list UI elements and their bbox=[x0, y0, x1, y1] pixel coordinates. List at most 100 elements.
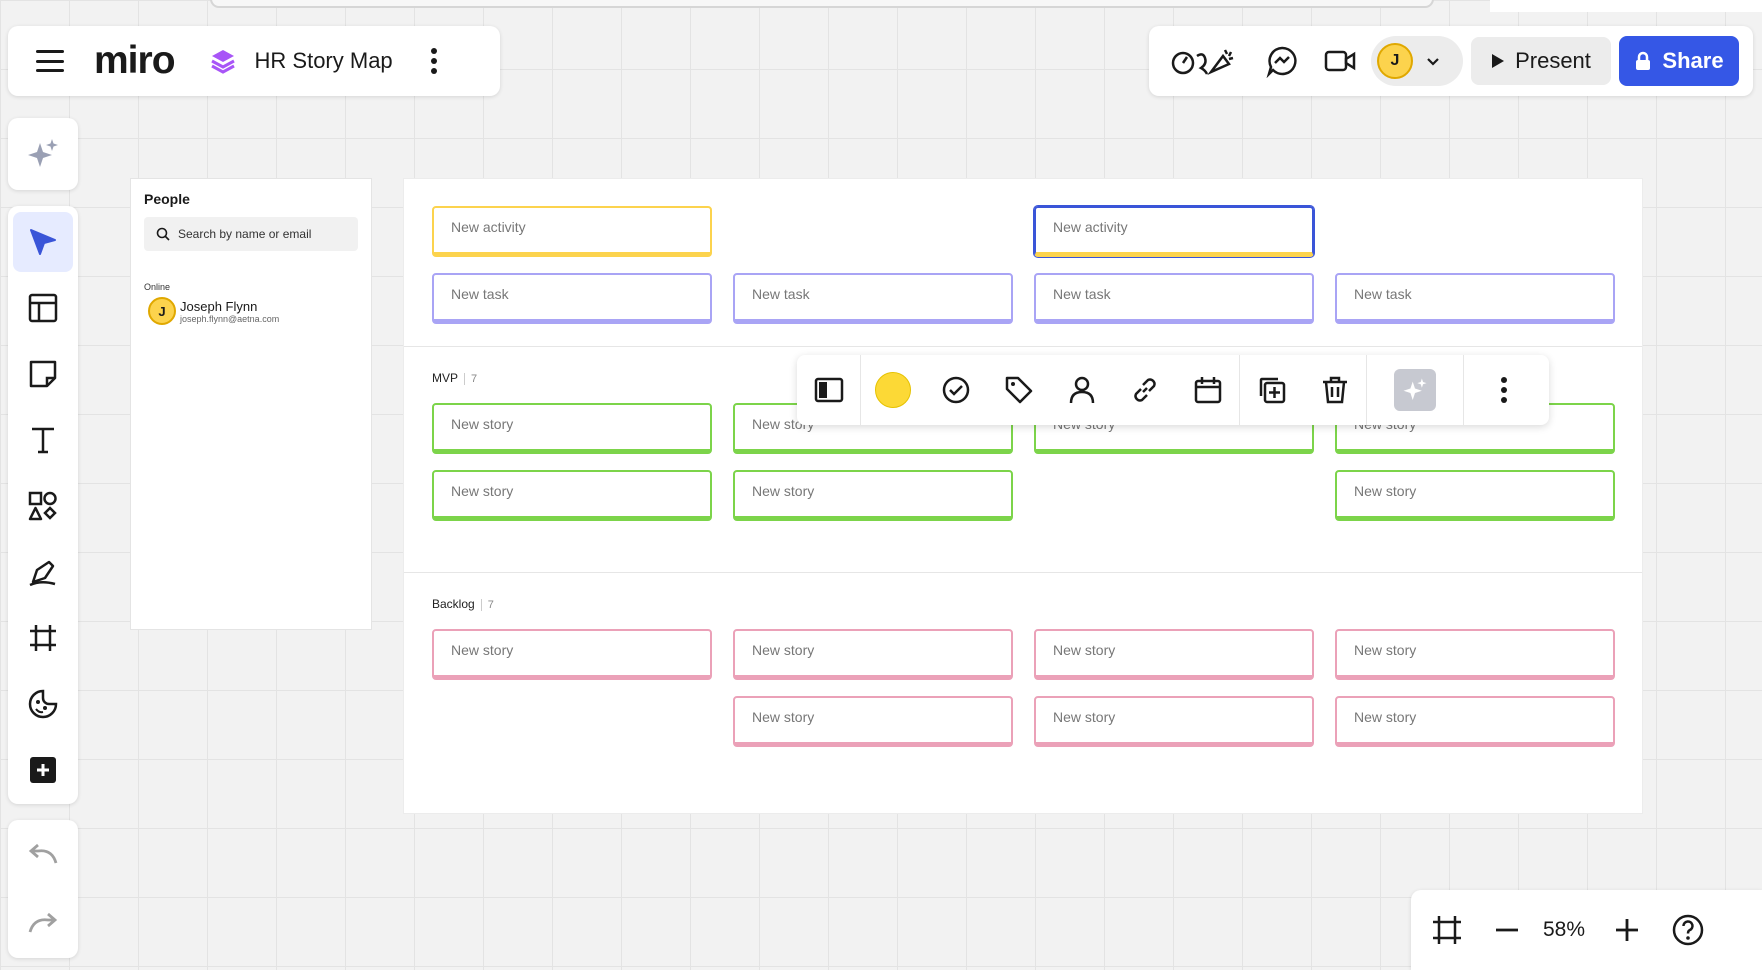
activity-card[interactable]: New activity bbox=[432, 206, 712, 257]
board-title[interactable]: HR Story Map bbox=[254, 48, 393, 73]
release-name: Backlog bbox=[432, 597, 475, 611]
shapes-icon bbox=[28, 491, 57, 521]
release-divider bbox=[404, 572, 1642, 573]
story-card[interactable]: New story bbox=[1335, 696, 1615, 747]
story-card[interactable]: New story bbox=[1034, 629, 1314, 680]
undo-icon[interactable] bbox=[26, 841, 60, 869]
assignee-button[interactable] bbox=[1050, 355, 1113, 425]
tag-icon bbox=[1005, 376, 1032, 404]
task-card[interactable]: New task bbox=[1034, 273, 1314, 324]
tag-button[interactable] bbox=[987, 355, 1050, 425]
redo-icon[interactable] bbox=[26, 910, 60, 938]
menu-icon[interactable] bbox=[36, 50, 64, 72]
fit-to-screen-icon[interactable] bbox=[1431, 914, 1463, 946]
task-card[interactable]: New task bbox=[1335, 273, 1615, 324]
pen-tool[interactable] bbox=[13, 542, 73, 602]
story-card[interactable]: New story bbox=[432, 629, 712, 680]
color-swatch bbox=[874, 372, 911, 408]
ai-assist-button[interactable] bbox=[1367, 355, 1463, 425]
reactions-icon[interactable] bbox=[1171, 44, 1237, 78]
chat-icon[interactable] bbox=[1265, 44, 1299, 78]
layers-icon bbox=[210, 50, 235, 74]
toolbar-separator bbox=[1239, 355, 1240, 425]
release-divider bbox=[404, 346, 1642, 347]
share-label: Share bbox=[1662, 48, 1724, 73]
more-icon bbox=[1501, 377, 1507, 403]
activity-card-selected[interactable]: New activity bbox=[1033, 205, 1315, 258]
check-circle-icon bbox=[942, 376, 969, 404]
templates-tool[interactable] bbox=[13, 278, 73, 338]
zoom-level[interactable]: 58% bbox=[1542, 918, 1586, 941]
story-card[interactable]: New story bbox=[733, 696, 1013, 747]
task-card[interactable]: New task bbox=[432, 273, 712, 324]
video-icon[interactable] bbox=[1323, 44, 1357, 78]
zoom-controls: 58% bbox=[1411, 890, 1762, 970]
story-card[interactable]: New story bbox=[432, 470, 712, 521]
miro-logo[interactable]: miro bbox=[94, 39, 176, 82]
person-item[interactable]: J Joseph Flynn joseph.flynn@aetna.com bbox=[148, 297, 279, 325]
play-icon bbox=[1492, 54, 1505, 68]
pen-icon bbox=[29, 560, 56, 587]
task-card[interactable]: New task bbox=[733, 273, 1013, 324]
story-card[interactable]: New story bbox=[432, 403, 712, 454]
frame-tool[interactable] bbox=[13, 608, 73, 668]
avatar: J bbox=[1377, 43, 1413, 79]
text-tool[interactable] bbox=[13, 410, 73, 470]
ai-toolbar bbox=[8, 118, 78, 190]
link-icon bbox=[1133, 378, 1156, 402]
shapes-tool[interactable] bbox=[13, 476, 73, 536]
person-name: Joseph Flynn bbox=[180, 298, 258, 314]
more-apps-tool[interactable] bbox=[13, 740, 73, 800]
trash-icon bbox=[1322, 376, 1347, 404]
browser-address-strip bbox=[210, 0, 1434, 8]
story-card[interactable]: New story bbox=[1034, 696, 1314, 747]
context-toolbar bbox=[797, 355, 1549, 425]
board-menu-icon[interactable] bbox=[430, 48, 437, 74]
story-card[interactable]: New story bbox=[733, 470, 1013, 521]
help-icon[interactable] bbox=[1671, 913, 1705, 947]
status-button[interactable] bbox=[924, 355, 987, 425]
toolbar-separator bbox=[1366, 355, 1367, 425]
ai-assist-bg bbox=[1394, 369, 1436, 411]
collaboration-bar: J Present Share bbox=[1149, 26, 1753, 96]
sticker-icon bbox=[28, 689, 58, 719]
stickers-tool[interactable] bbox=[13, 674, 73, 734]
story-card[interactable]: New story bbox=[733, 629, 1013, 680]
date-button[interactable] bbox=[1176, 355, 1239, 425]
sparkle-icon[interactable] bbox=[26, 137, 60, 171]
search-placeholder: Search by name or email bbox=[178, 227, 312, 241]
people-title: People bbox=[144, 191, 190, 207]
color-button[interactable] bbox=[861, 355, 924, 425]
toolbar-separator bbox=[860, 355, 861, 425]
chevron-down-icon bbox=[1427, 58, 1439, 66]
person-email: joseph.flynn@aetna.com bbox=[180, 313, 280, 324]
duplicate-icon bbox=[1259, 377, 1285, 404]
zoom-in-icon[interactable] bbox=[1613, 916, 1641, 944]
present-label: Present bbox=[1515, 48, 1591, 73]
people-search-input[interactable]: Search by name or email bbox=[144, 217, 358, 251]
link-button[interactable] bbox=[1113, 355, 1176, 425]
story-card[interactable]: New story bbox=[1335, 629, 1615, 680]
board-header: miro HR Story Map bbox=[8, 26, 500, 96]
text-icon bbox=[32, 427, 54, 454]
delete-button[interactable] bbox=[1303, 355, 1366, 425]
select-tool[interactable] bbox=[13, 212, 73, 272]
share-button[interactable]: Share bbox=[1619, 36, 1739, 86]
history-toolbar bbox=[8, 820, 78, 958]
sticky-note-tool[interactable] bbox=[13, 344, 73, 404]
person-icon bbox=[1069, 376, 1094, 404]
zoom-out-icon[interactable] bbox=[1493, 916, 1521, 944]
story-card[interactable]: New story bbox=[1335, 470, 1615, 521]
card-layout-button[interactable] bbox=[797, 355, 860, 425]
people-panel: People Search by name or email Online J … bbox=[130, 178, 372, 630]
duplicate-button[interactable] bbox=[1240, 355, 1303, 425]
plus-square-icon bbox=[30, 757, 56, 783]
avatar: J bbox=[148, 297, 176, 325]
more-options-button[interactable] bbox=[1464, 355, 1544, 425]
present-button[interactable]: Present bbox=[1471, 37, 1611, 85]
templates-icon bbox=[28, 293, 58, 323]
collaborators-dropdown[interactable]: J bbox=[1371, 36, 1463, 86]
cursor-icon bbox=[30, 229, 56, 255]
